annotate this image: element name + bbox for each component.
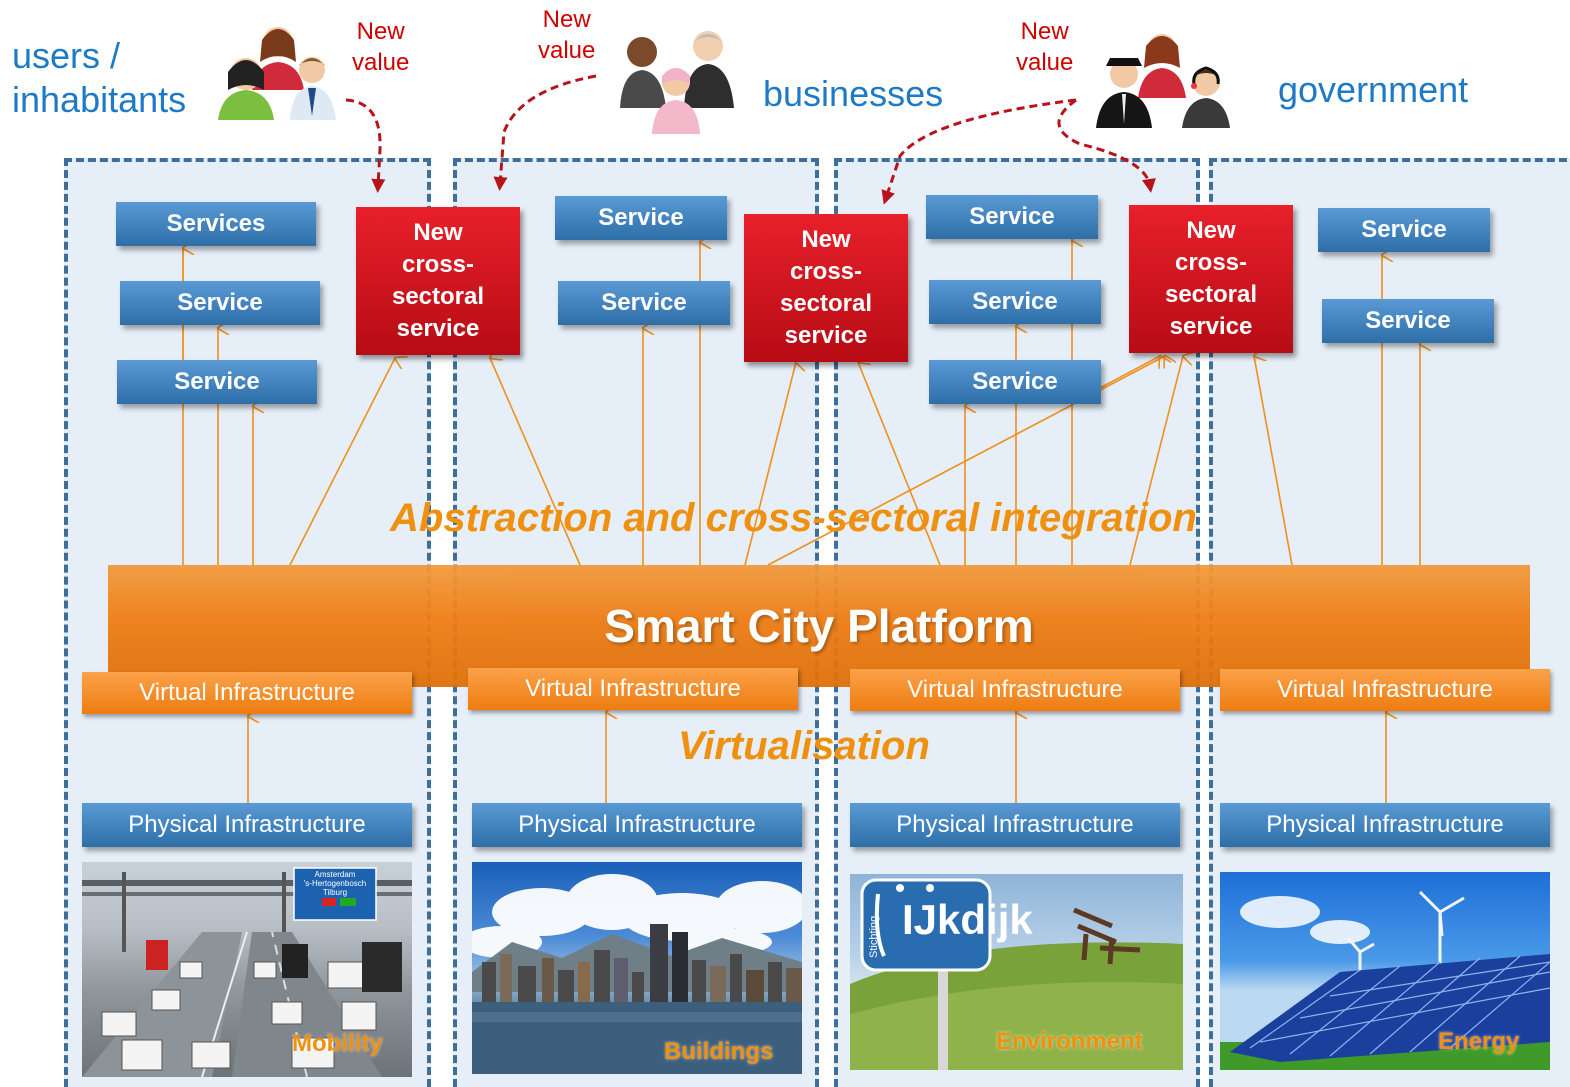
road-sign-line-1: Amsterdam: [314, 870, 356, 879]
buildings-virtual-infrastructure: Virtual Infrastructure: [468, 668, 798, 710]
buildings-service-box-1: Service: [555, 196, 727, 240]
energy-photo: Energy: [1220, 872, 1550, 1070]
energy-virtual-infrastructure: Virtual Infrastructure: [1220, 669, 1550, 711]
buildings-service-box-2: Service: [558, 281, 730, 325]
actor-users-label: users / inhabitants: [12, 35, 187, 120]
cross-sectoral-service-3: New cross- sectoral service: [1129, 205, 1293, 353]
cross-sectoral-service-2: New cross- sectoral service: [744, 214, 908, 362]
abstraction-layer-label: Abstraction and cross-sectoral integrati…: [390, 496, 1197, 540]
environment-virtual-infrastructure: Virtual Infrastructure: [850, 669, 1180, 711]
actor-government-label: government: [1278, 69, 1469, 110]
ijkdijk-sign-text: IJkdijk: [902, 896, 1033, 943]
government-group-icon: [1096, 34, 1230, 128]
environment-service-box-3: Service: [929, 360, 1101, 404]
mobility-virtual-infrastructure: Virtual Infrastructure: [82, 672, 412, 714]
highway-illustration: [82, 867, 412, 1077]
energy-service-box-2: Service: [1322, 299, 1494, 343]
energy-domain-label: Energy: [1438, 1028, 1520, 1055]
smart-city-platform: Smart City Platform: [108, 565, 1530, 687]
dike-illustration: [850, 878, 1183, 1070]
environment-domain-label: Environment: [996, 1028, 1143, 1055]
mobility-photo: Amsterdam 's-Hertogenbosch Tilburg Mobil…: [82, 862, 412, 1077]
mobility-services-box: Services: [116, 202, 316, 246]
environment-service-box-2: Service: [929, 280, 1101, 324]
buildings-domain-label: Buildings: [664, 1038, 774, 1065]
mobility-domain-label: Mobility: [292, 1030, 383, 1057]
new-value-label-government: New value: [1016, 18, 1074, 76]
skyline-illustration: [472, 874, 802, 1074]
solar-illustration: [1220, 890, 1550, 1070]
virtualisation-layer-label: Virtualisation: [678, 724, 930, 768]
energy-physical-infrastructure: Physical Infrastructure: [1220, 803, 1550, 847]
user-group-icon: [218, 27, 336, 120]
cross-sectoral-service-1: New cross- sectoral service: [356, 207, 520, 355]
stichting-sign-text: Stichting: [868, 915, 880, 958]
mobility-service-box-3: Service: [117, 360, 317, 404]
new-value-label-businesses: New value: [538, 6, 596, 64]
mobility-physical-infrastructure: Physical Infrastructure: [82, 803, 412, 847]
new-value-label-users: New value: [352, 18, 410, 76]
mobility-service-box-2: Service: [120, 281, 320, 325]
road-sign-text: Amsterdam 's-Hertogenbosch Tilburg: [296, 870, 374, 897]
road-sign-line-2: 's-Hertogenbosch: [303, 879, 367, 888]
road-sign-line-3: Tilburg: [322, 888, 348, 897]
environment-photo: IJkdijk Stichting Environment: [850, 874, 1183, 1070]
buildings-photo: Buildings: [472, 862, 802, 1074]
actor-businesses-label: businesses: [763, 73, 944, 114]
environment-service-box-1: Service: [926, 195, 1098, 239]
buildings-physical-infrastructure: Physical Infrastructure: [472, 803, 802, 847]
business-group-icon: [620, 31, 734, 134]
environment-physical-infrastructure: Physical Infrastructure: [850, 803, 1180, 847]
energy-service-box-1: Service: [1318, 208, 1490, 252]
